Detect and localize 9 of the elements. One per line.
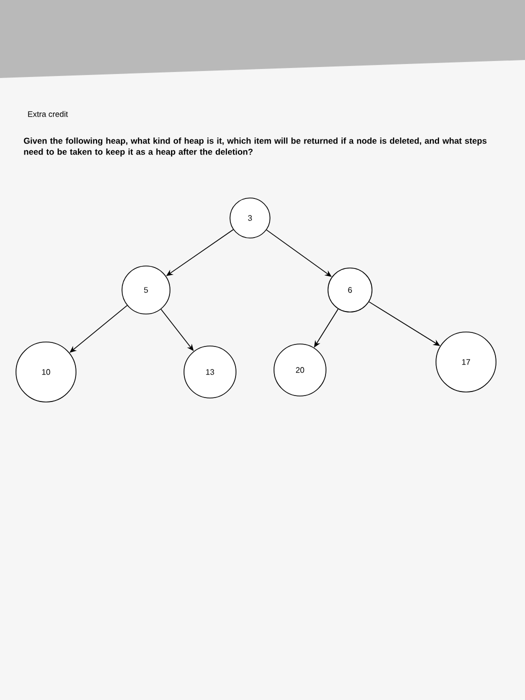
heap-node: 20 (274, 344, 326, 396)
heap-node: 3 (230, 198, 270, 238)
question-text: Given the following heap, what kind of heap is it, which item will be returned if a node is deleted, and what steps need to be taken to keep it as a heap after the deletion? (24, 138, 486, 156)
heap-node: 17 (436, 332, 496, 392)
heap-node: 13 (184, 346, 236, 398)
heap-node: 6 (328, 268, 372, 312)
heading: Extra credit (28, 111, 68, 117)
heap-node: 5 (122, 266, 170, 314)
heap-node: 10 (16, 342, 76, 402)
